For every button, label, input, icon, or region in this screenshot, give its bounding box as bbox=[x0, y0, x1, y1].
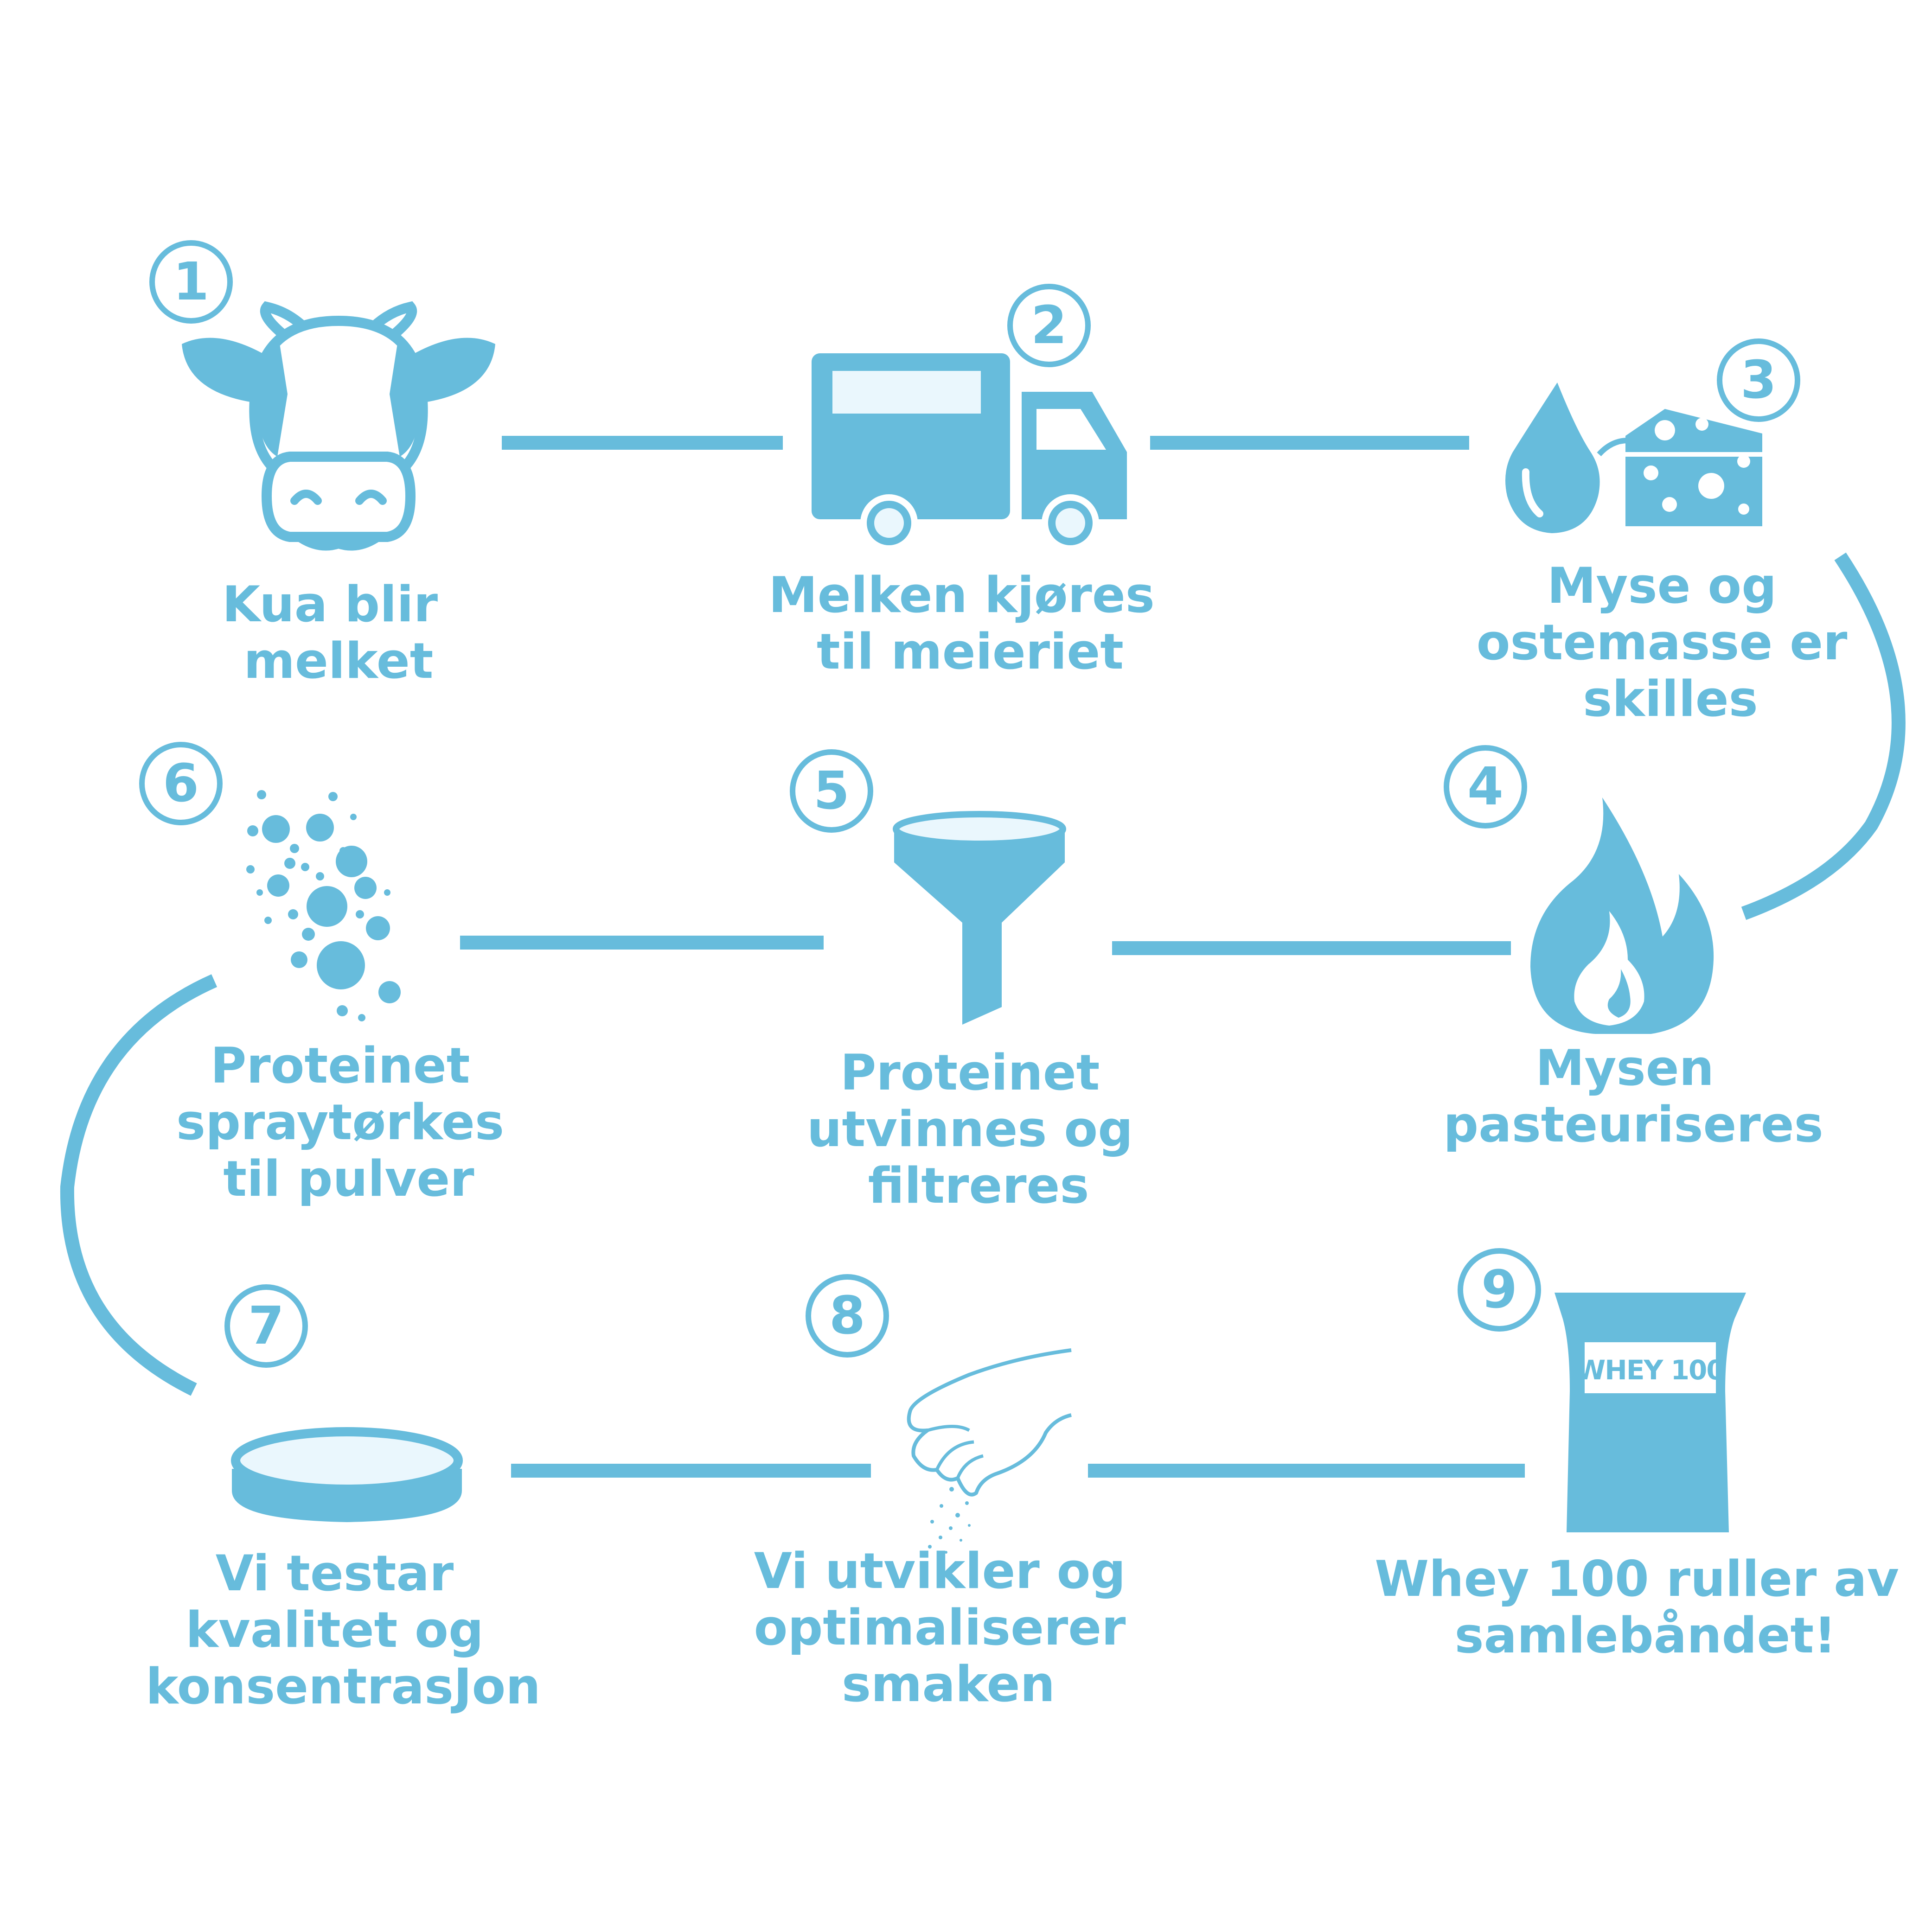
step-number: 2 bbox=[1031, 295, 1067, 356]
step-label-5: Proteinet utvinnes og filtreres bbox=[807, 1044, 1150, 1214]
step-number: 4 bbox=[1467, 757, 1503, 817]
step-badge-2: 2 bbox=[1007, 284, 1091, 367]
step-badge-1: 1 bbox=[149, 240, 233, 324]
step-number: 6 bbox=[163, 753, 199, 814]
step-badge-9: 9 bbox=[1458, 1248, 1541, 1332]
step-label-8: Vi utvikler og optimaliserer smaken bbox=[754, 1543, 1143, 1713]
truck-icon bbox=[812, 353, 1127, 552]
petri-dish-icon bbox=[231, 1427, 463, 1523]
connectors bbox=[60, 436, 1906, 1478]
step-badge-6: 6 bbox=[139, 742, 223, 825]
protein-bag-icon: WHEY 100 bbox=[1555, 1293, 1746, 1532]
flame-icon bbox=[1530, 797, 1714, 1034]
step-number: 7 bbox=[248, 1296, 284, 1356]
step-label-6: Proteinet spraytørkes til pulver bbox=[176, 1037, 521, 1207]
step-number: 9 bbox=[1481, 1260, 1517, 1320]
bag-label: WHEY 100 bbox=[1576, 1354, 1724, 1386]
step-number: 3 bbox=[1740, 350, 1777, 410]
whey-cheese-icon bbox=[1505, 383, 1762, 533]
step-label-7: Vi testar kvalitet og konsentrasJon bbox=[146, 1545, 541, 1715]
step-badge-3: 3 bbox=[1717, 338, 1800, 422]
step-label-2: Melken kjøres til meieriet bbox=[768, 567, 1171, 680]
bag-label-panel bbox=[1585, 1342, 1716, 1393]
funnel-icon bbox=[893, 811, 1066, 1025]
step-label-9: Whey 100 ruller av samlebåndet! bbox=[1375, 1550, 1916, 1664]
step-label-4: Mysen pasteuriseres bbox=[1443, 1039, 1823, 1153]
step-badge-8: 8 bbox=[806, 1274, 889, 1358]
step-badge-4: 4 bbox=[1444, 745, 1527, 829]
step-labels: Kua blir melket Melken kjøres til meieri… bbox=[146, 557, 1916, 1715]
step-badge-5: 5 bbox=[790, 749, 873, 833]
step-label-3: Myse og ostemasse er skilles bbox=[1477, 557, 1865, 727]
step-number: 1 bbox=[173, 252, 209, 312]
step-label-1: Kua blir melket bbox=[222, 576, 455, 689]
connector-3-4 bbox=[1741, 552, 1906, 920]
powder-particles-icon bbox=[246, 790, 401, 1021]
step-number: 8 bbox=[829, 1286, 865, 1346]
step-number: 5 bbox=[813, 761, 850, 821]
step-badges: 1 2 3 4 5 6 7 8 bbox=[139, 240, 1800, 1368]
connector-6-7 bbox=[60, 974, 218, 1396]
step-badge-7: 7 bbox=[224, 1284, 308, 1368]
seasoning-hand-icon bbox=[907, 1348, 1072, 1554]
cow-icon bbox=[182, 301, 495, 551]
